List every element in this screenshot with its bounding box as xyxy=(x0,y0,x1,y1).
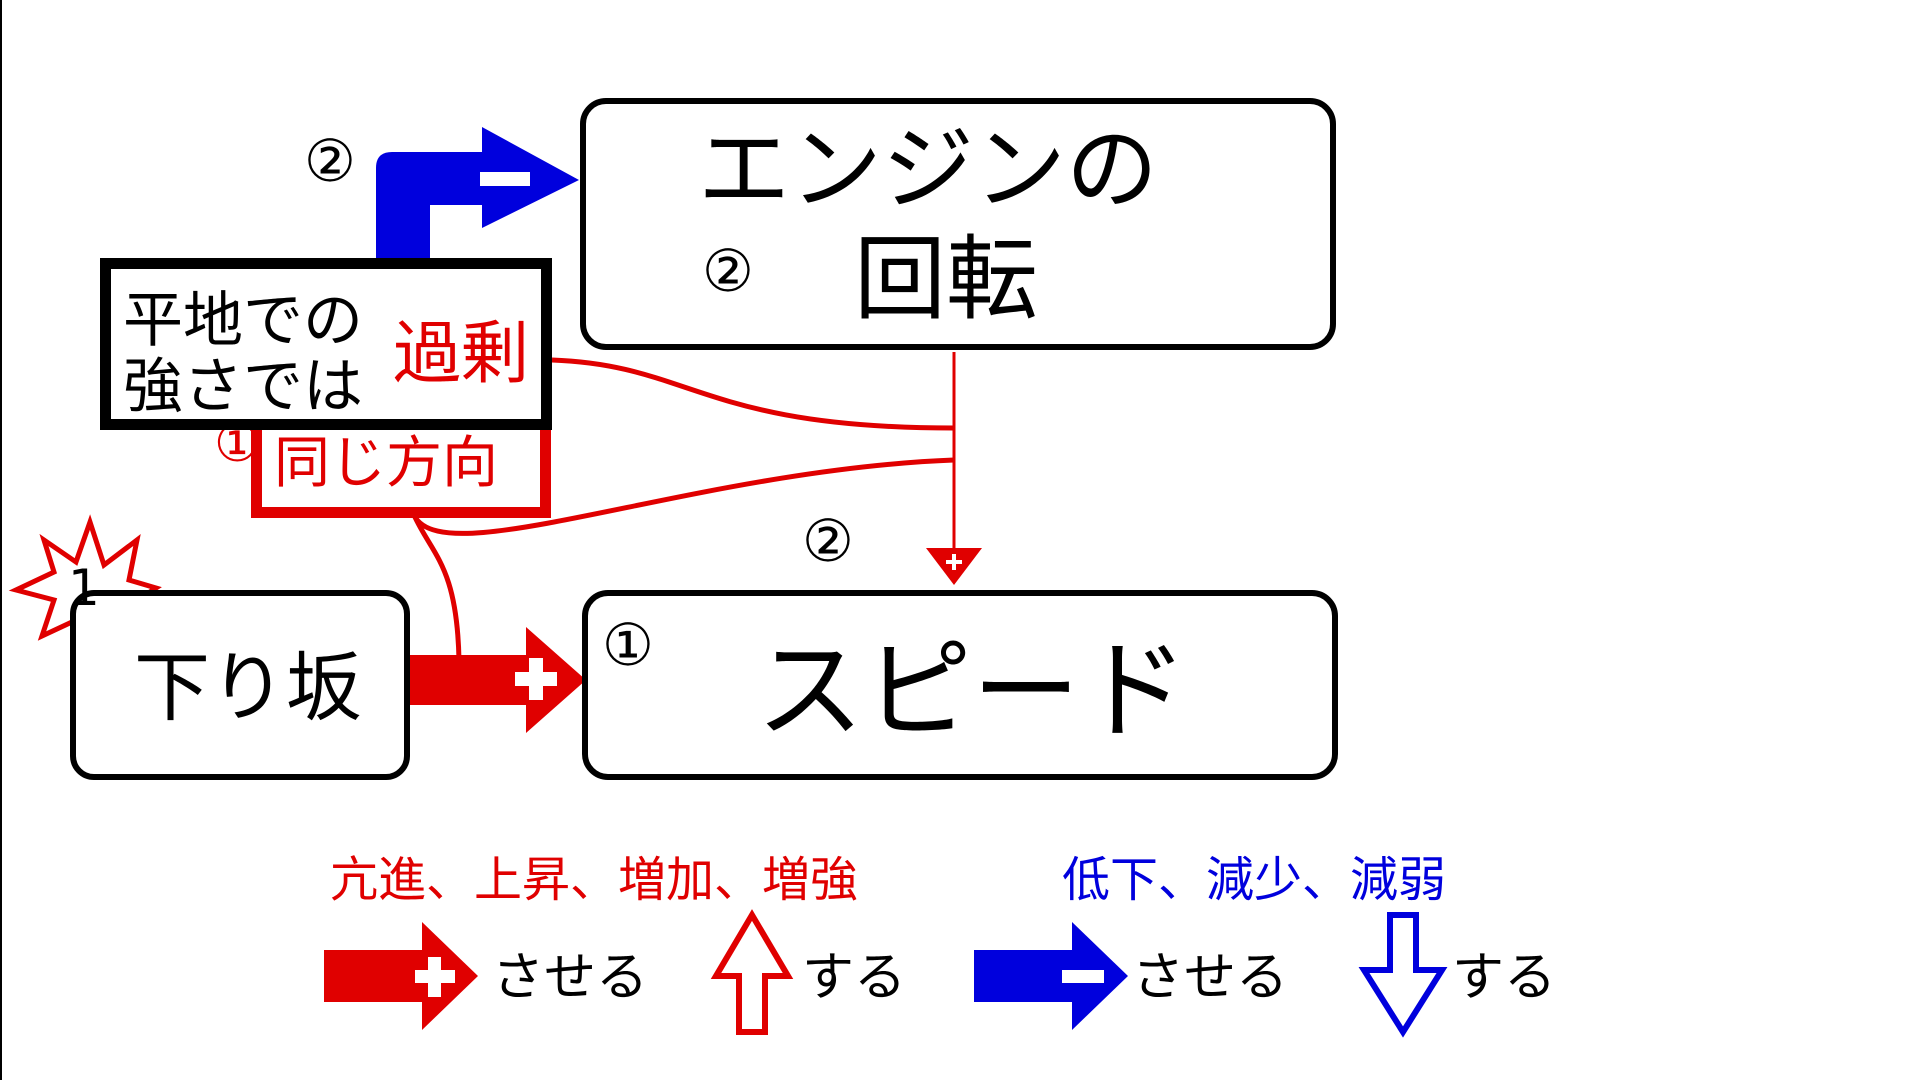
legend-cause-increase-label: させる xyxy=(492,948,649,1008)
connector-curve-down xyxy=(411,513,462,661)
downhill-label: 下り坂 xyxy=(134,643,362,732)
legend-plus-arrow-icon xyxy=(324,922,478,1030)
speed-box: スピード ① xyxy=(582,590,1338,780)
middle-step-marker: ② xyxy=(802,507,854,575)
engine-title-line2: 回転 xyxy=(854,226,1039,333)
condition-line1: 平地での xyxy=(123,286,363,356)
legend-increase-words: 亢進、上昇、増加、増強 xyxy=(330,852,859,908)
engine-title-line1: エンジンの xyxy=(698,116,1159,223)
star-number: 1 xyxy=(68,559,100,617)
legend-up-arrow-icon xyxy=(710,909,794,1035)
connector-curve-lower xyxy=(411,457,955,536)
plus-arrow-icon xyxy=(408,627,586,733)
same-direction-label: 同じ方向 xyxy=(274,431,498,496)
top-left-step-marker: ② xyxy=(304,127,356,195)
connector-curve-upper xyxy=(551,357,955,431)
condition-box: 平地での 強さでは 過剰 xyxy=(100,258,552,430)
engine-step-marker: ② xyxy=(702,237,754,305)
condition-line2: 強さでは xyxy=(123,352,363,422)
downhill-box: 下り坂 xyxy=(70,590,410,780)
legend-become-decrease-label: する xyxy=(1452,948,1557,1008)
legend-minus-arrow-icon xyxy=(974,922,1128,1030)
minus-elbow-arrow-icon xyxy=(376,127,579,262)
small-plus-arrow-icon xyxy=(926,548,982,585)
legend-cause-decrease-label: させる xyxy=(1132,948,1289,1008)
condition-emphasis: 過剰 xyxy=(393,315,530,394)
speed-step-marker: ① xyxy=(602,611,654,679)
speed-label: スピード xyxy=(756,629,1189,754)
legend-down-arrow-icon xyxy=(1358,912,1448,1038)
engine-rotation-box: エンジンの 回転 ② xyxy=(580,98,1336,350)
same-direction-bracket xyxy=(251,420,551,518)
legend-decrease-words: 低下、減少、減弱 xyxy=(1062,852,1447,908)
legend-become-increase-label: する xyxy=(802,948,907,1008)
